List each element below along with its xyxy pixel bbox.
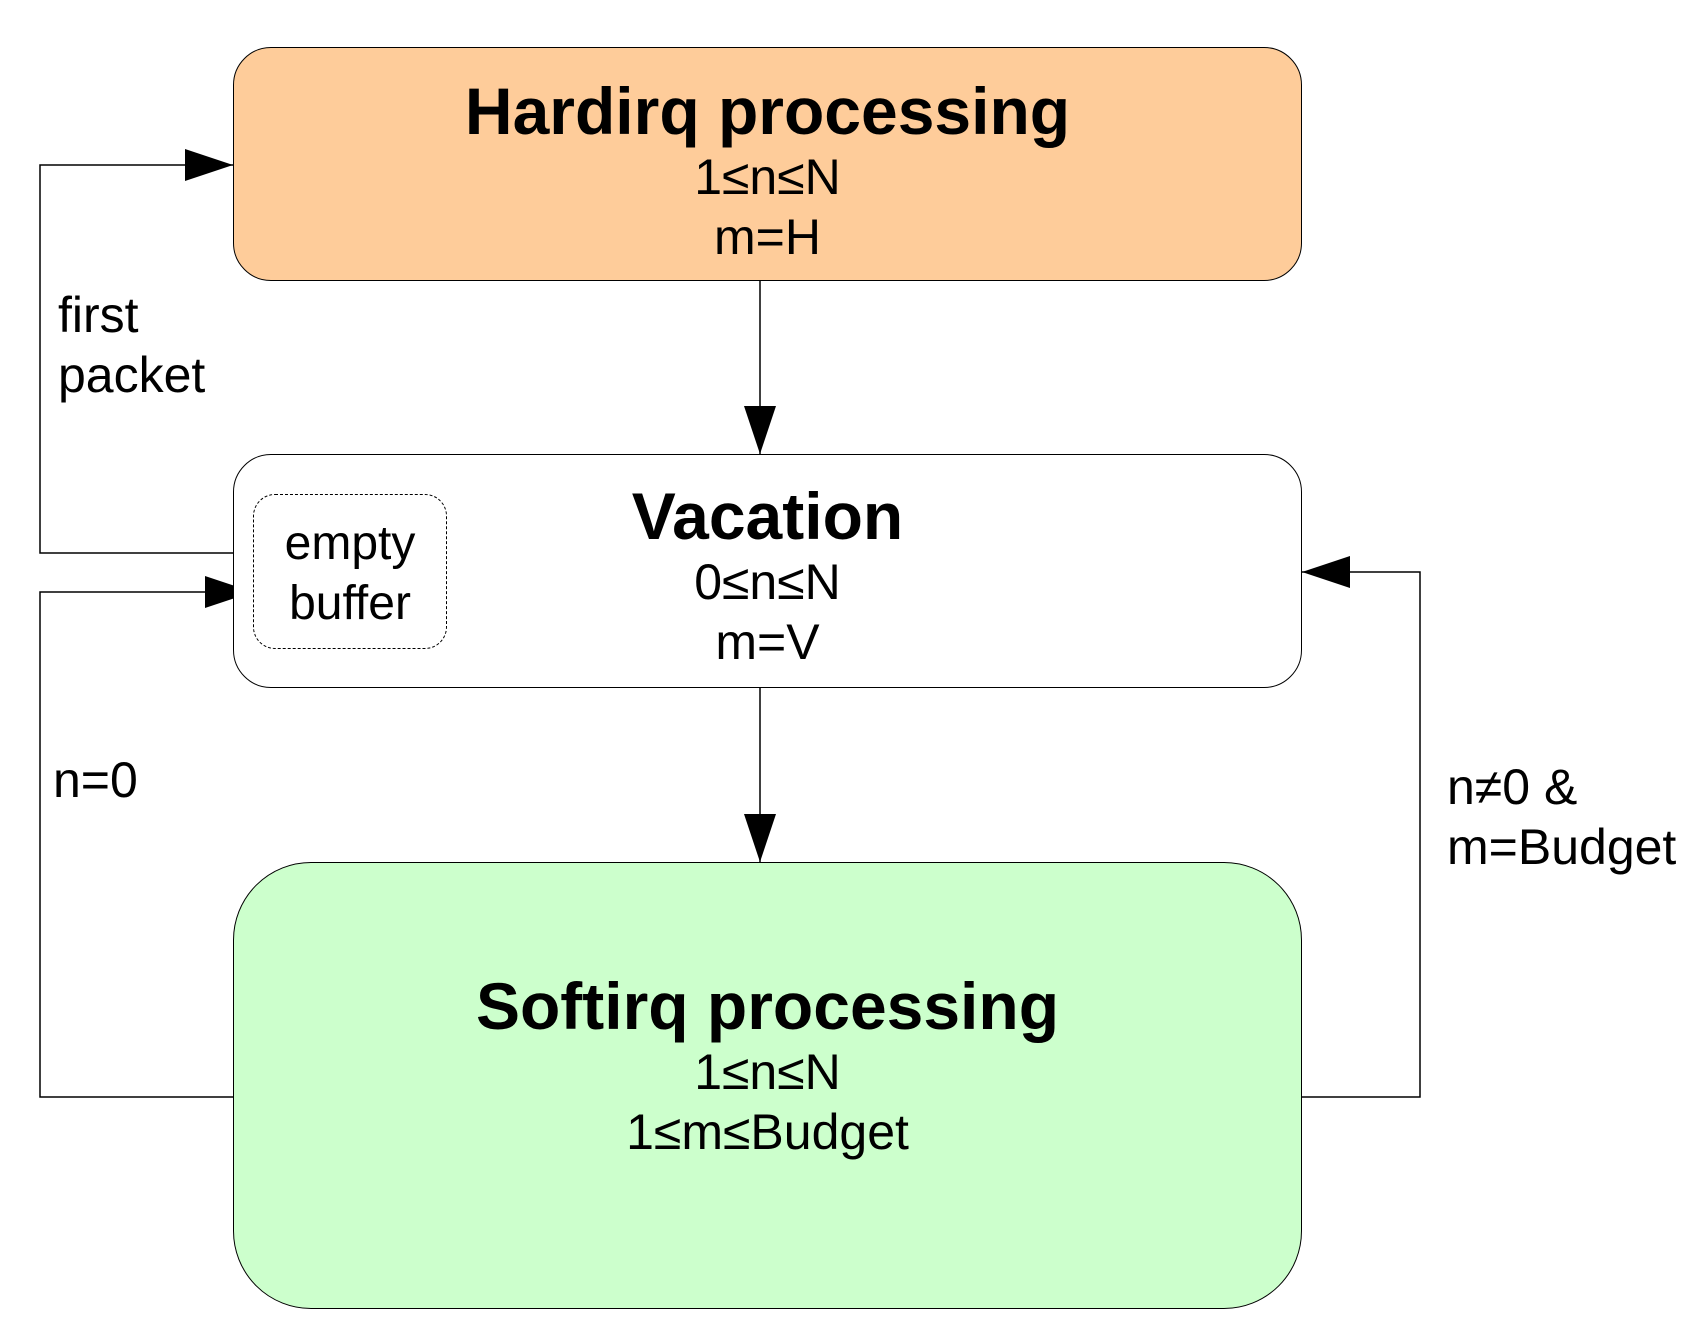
softirq-m-range: 1≤m≤Budget	[626, 1104, 909, 1160]
vacation-title: Vacation	[631, 479, 904, 553]
softirq-title: Softirq processing	[475, 969, 1060, 1043]
edge-label-budget-line1: n≠0 &	[1447, 759, 1578, 815]
edge-label-budget-line2: m=Budget	[1447, 819, 1677, 875]
arrow-first-packet	[39, 149, 253, 554]
empty-buffer-substate: empty buffer	[253, 494, 447, 649]
vacation-n-range: 0≤n≤N	[694, 554, 841, 610]
edge-label-n-zero: n=0	[53, 752, 138, 808]
softirq-state: Softirq processing 1≤n≤N 1≤m≤Budget	[233, 862, 1302, 1309]
vacation-m-value: m=V	[715, 614, 820, 670]
arrow-budget	[1302, 556, 1421, 1098]
hardirq-m-value: m=H	[714, 209, 821, 265]
empty-buffer-line2: buffer	[289, 577, 411, 630]
empty-buffer-line1: empty	[284, 517, 416, 570]
hardirq-state: Hardirq processing 1≤n≤N m=H	[233, 47, 1302, 281]
hardirq-n-range: 1≤n≤N	[694, 149, 841, 205]
arrow-n-zero	[39, 576, 253, 1098]
edge-label-first: first	[58, 287, 139, 343]
edge-label-packet: packet	[58, 347, 206, 403]
hardirq-title: Hardirq processing	[464, 74, 1071, 148]
softirq-n-range: 1≤n≤N	[694, 1044, 841, 1100]
